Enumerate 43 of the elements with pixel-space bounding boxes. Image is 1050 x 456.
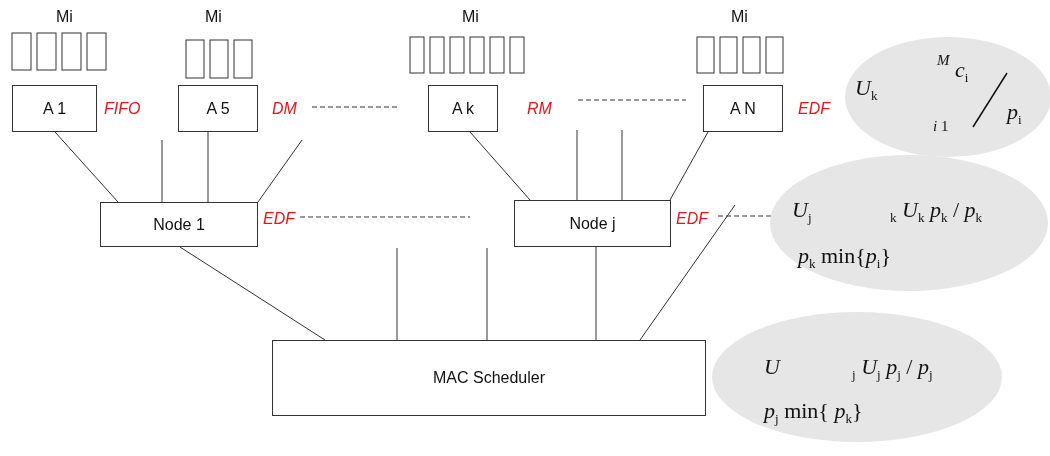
formula-text: $_{k}$ U$_{k}$ p$_{k}$ / p$_{k}$ (890, 199, 982, 225)
connector-line (179, 246, 326, 341)
connector-line (54, 131, 119, 203)
connector-line (621, 129, 623, 201)
formula-text: c$_{i}$ (955, 59, 969, 85)
connector-line (595, 246, 597, 341)
connector-line (257, 139, 303, 203)
formula-text: p$_{k}$ min{p$_{i}$} (798, 245, 891, 271)
scheduling-policy-label: EDF (263, 210, 295, 228)
queue-label: Mi (205, 8, 222, 26)
application-box: A k (428, 85, 498, 132)
connector-line (396, 247, 398, 341)
formula-text: p$_{i}$ (1007, 101, 1022, 127)
queue-label: Mi (56, 8, 73, 26)
queue-label: Mi (731, 8, 748, 26)
connector-line (639, 204, 736, 341)
formula-text: $_{j}$ U$_{j}$ p$_{j}$ / p$_{j}$ (852, 356, 933, 382)
scheduling-policy-label: DM (272, 100, 297, 118)
node-box: Node j (514, 200, 671, 247)
scheduling-policy-label: EDF (798, 100, 830, 118)
formula-text: U (764, 356, 780, 378)
formula-text: U$_{j}$ (792, 199, 812, 225)
node-box: Node 1 (100, 202, 258, 247)
connector-line (207, 131, 209, 203)
scheduling-policy-label: FIFO (104, 100, 141, 118)
connector-line (469, 131, 531, 201)
formula-text: i 1 (933, 119, 949, 134)
application-box: A 5 (178, 85, 258, 132)
connector-line (161, 139, 163, 203)
formula-text: p$_{j}$ min{ p$_{k}$} (764, 400, 863, 426)
scheduling-policy-label: RM (527, 100, 552, 118)
connector-line (486, 247, 488, 341)
connector-line (576, 129, 578, 201)
application-box: A 1 (12, 85, 97, 132)
formula-text: U$_{k}$ (855, 77, 878, 103)
connector-line (669, 131, 709, 201)
scheduling-policy-label: EDF (676, 210, 708, 228)
formula-text: M (937, 53, 950, 68)
application-box: A N (703, 85, 783, 132)
formula-ellipse (712, 312, 1002, 442)
queue-label: Mi (462, 8, 479, 26)
scheduler-box: MAC Scheduler (272, 340, 706, 416)
formula-ellipse (770, 155, 1048, 291)
